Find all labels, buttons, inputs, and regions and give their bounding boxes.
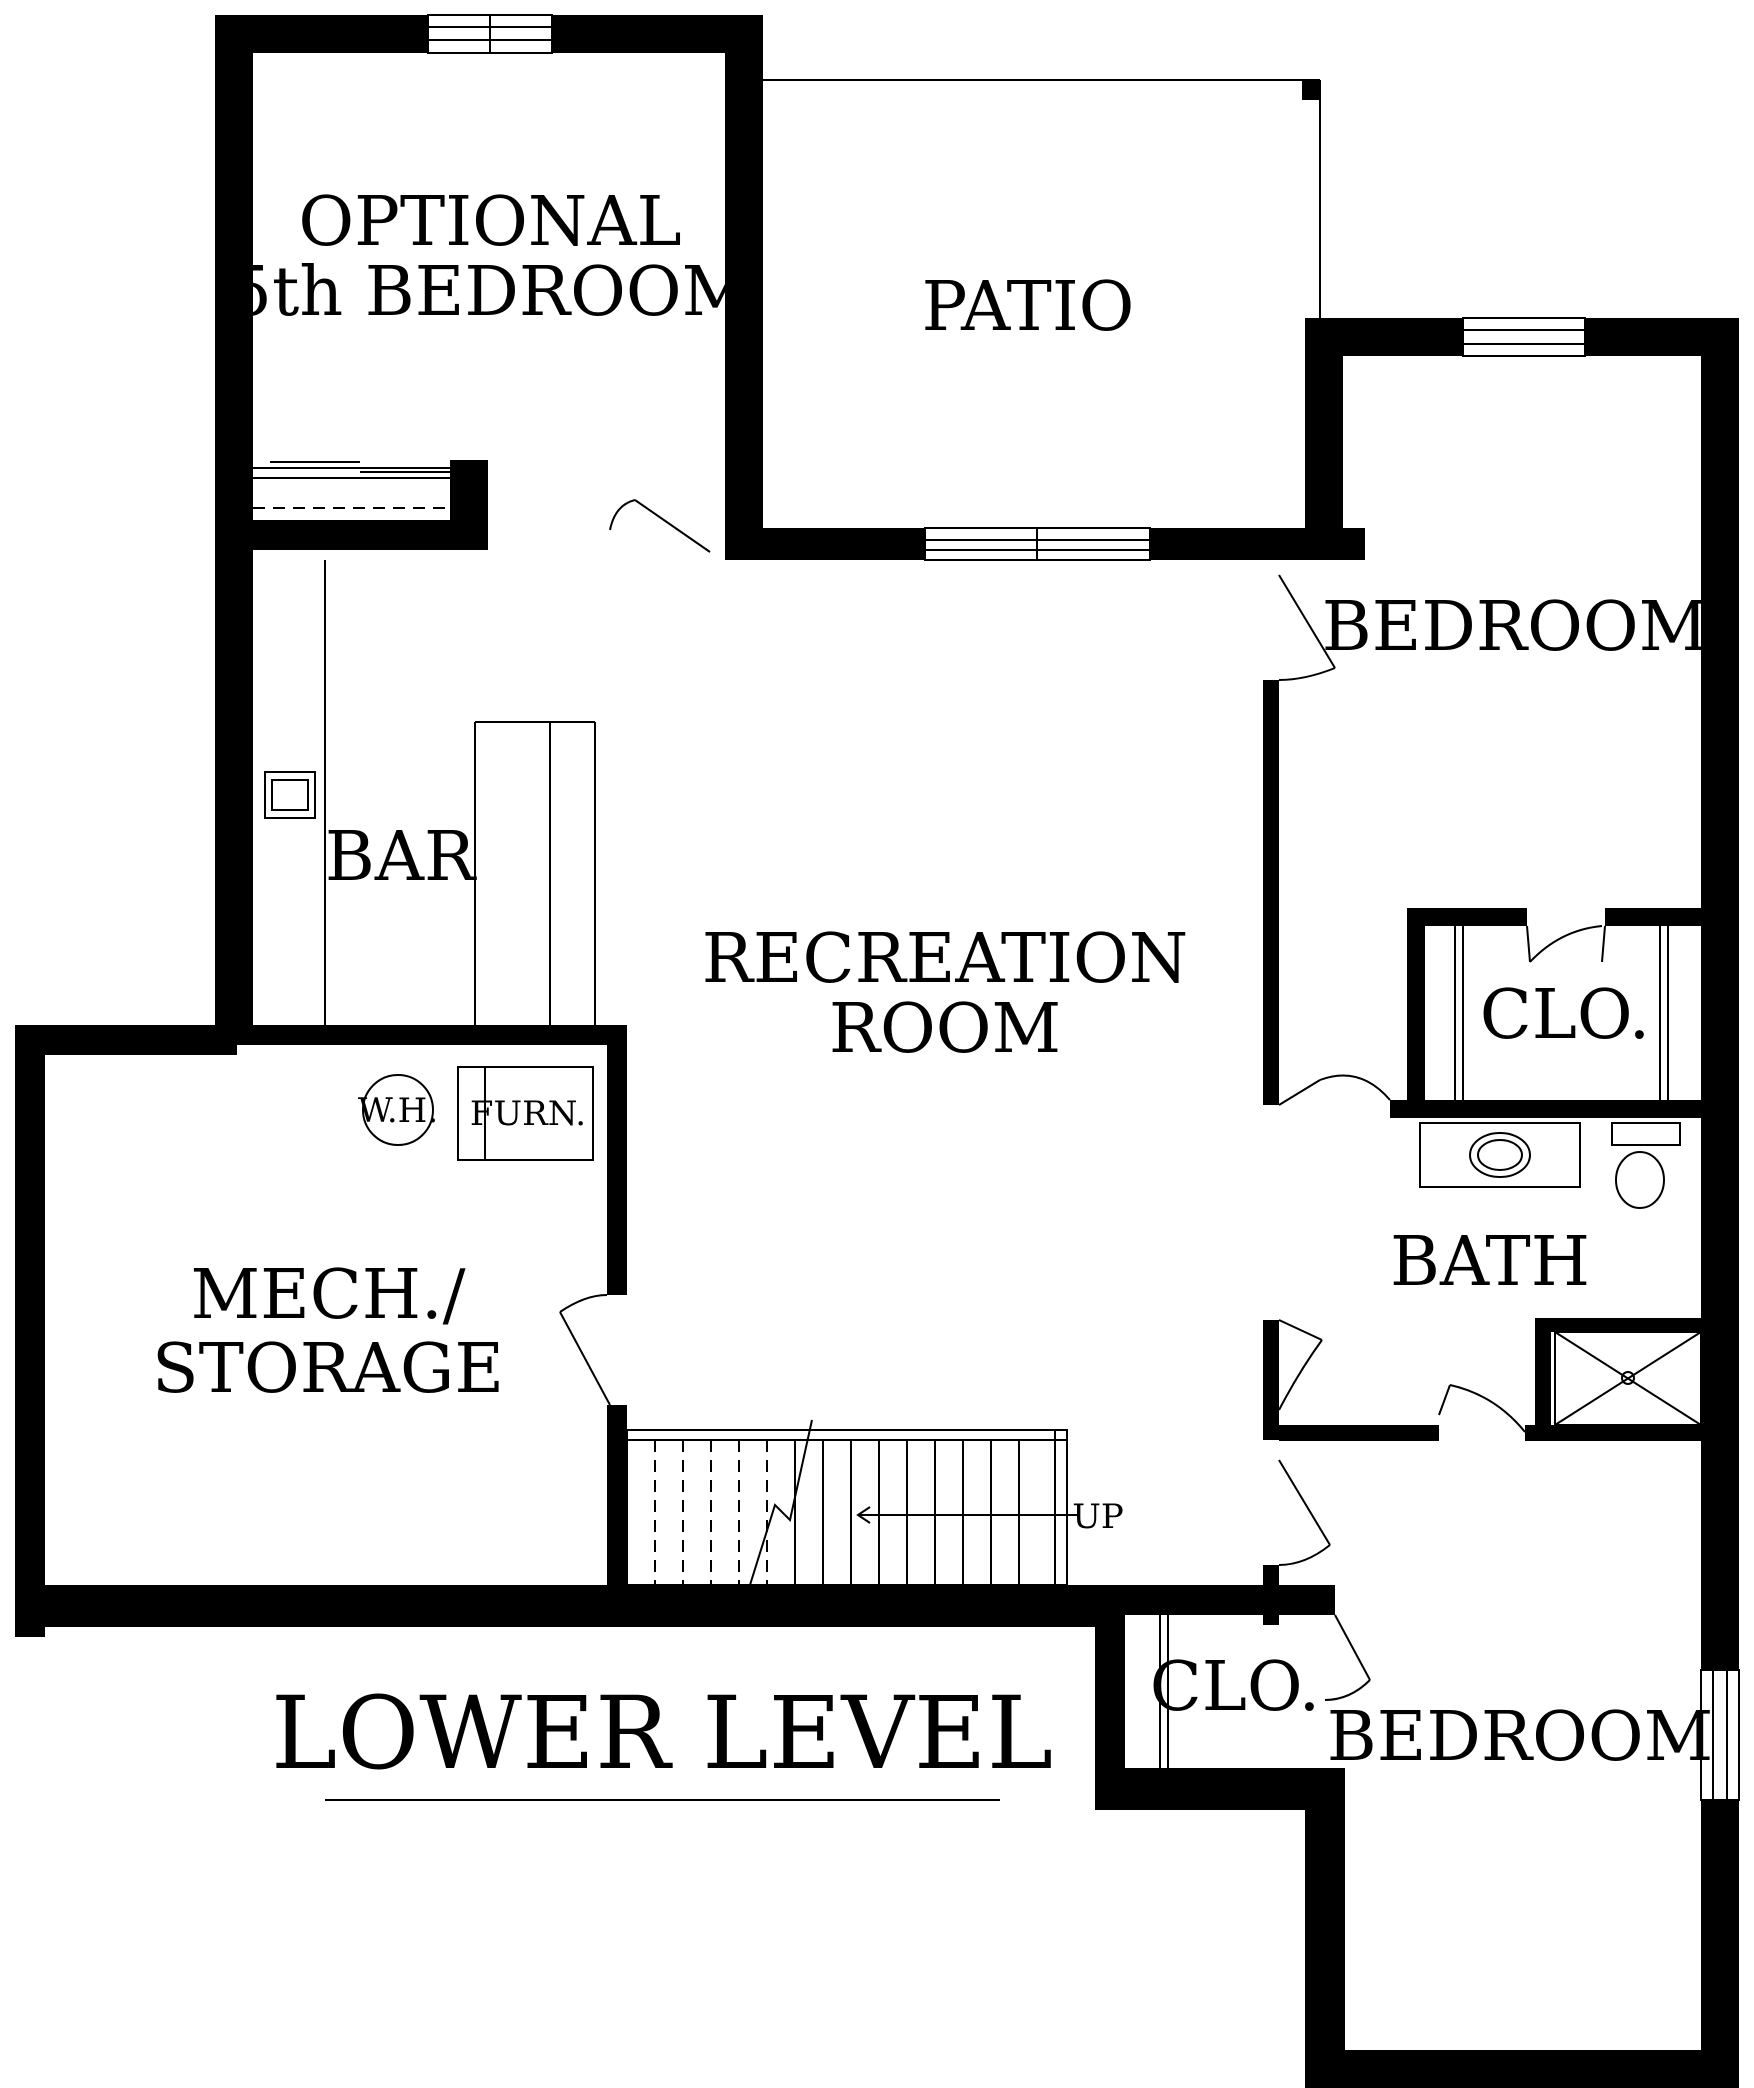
bath-fixtures bbox=[1419, 1122, 1702, 1426]
label-bath: BATH bbox=[1390, 1223, 1590, 1302]
level-title: LOWER LEVEL bbox=[271, 1675, 1053, 1792]
windows bbox=[427, 14, 1740, 1801]
label-mech-line1: MECH./ bbox=[190, 1256, 465, 1335]
mech-fixtures bbox=[362, 1066, 594, 1161]
label-bedroom-upper: BEDROOM bbox=[1322, 588, 1708, 667]
closet-lower-shelving bbox=[1159, 1615, 1169, 1768]
bedroom5-closet bbox=[253, 461, 450, 509]
label-closet-upper: CLO. bbox=[1480, 976, 1651, 1055]
stairs bbox=[626, 1419, 1080, 1586]
label-stairs-up: UP bbox=[1072, 1497, 1124, 1537]
label-recreation-line1: RECREATION bbox=[702, 920, 1189, 999]
label-water-heater: W.H. bbox=[358, 1091, 438, 1131]
label-closet-lower: CLO. bbox=[1150, 1648, 1321, 1727]
patio-outline bbox=[760, 79, 1321, 320]
doors bbox=[559, 499, 1606, 1701]
label-optional-bedroom-line2: 5th BEDROOM bbox=[229, 253, 751, 332]
label-furnace: FURN. bbox=[470, 1094, 586, 1134]
label-recreation-line2: ROOM bbox=[829, 990, 1061, 1069]
label-mech-line2: STORAGE bbox=[152, 1330, 504, 1409]
bar-fixtures bbox=[264, 560, 596, 1025]
label-patio: PATIO bbox=[922, 268, 1135, 347]
label-bar: BAR bbox=[325, 818, 477, 897]
label-optional-bedroom-line1: OPTIONAL bbox=[298, 183, 681, 262]
closet-upper-shelving bbox=[1454, 926, 1669, 1100]
label-bedroom-lower: BEDROOM bbox=[1327, 1698, 1713, 1777]
